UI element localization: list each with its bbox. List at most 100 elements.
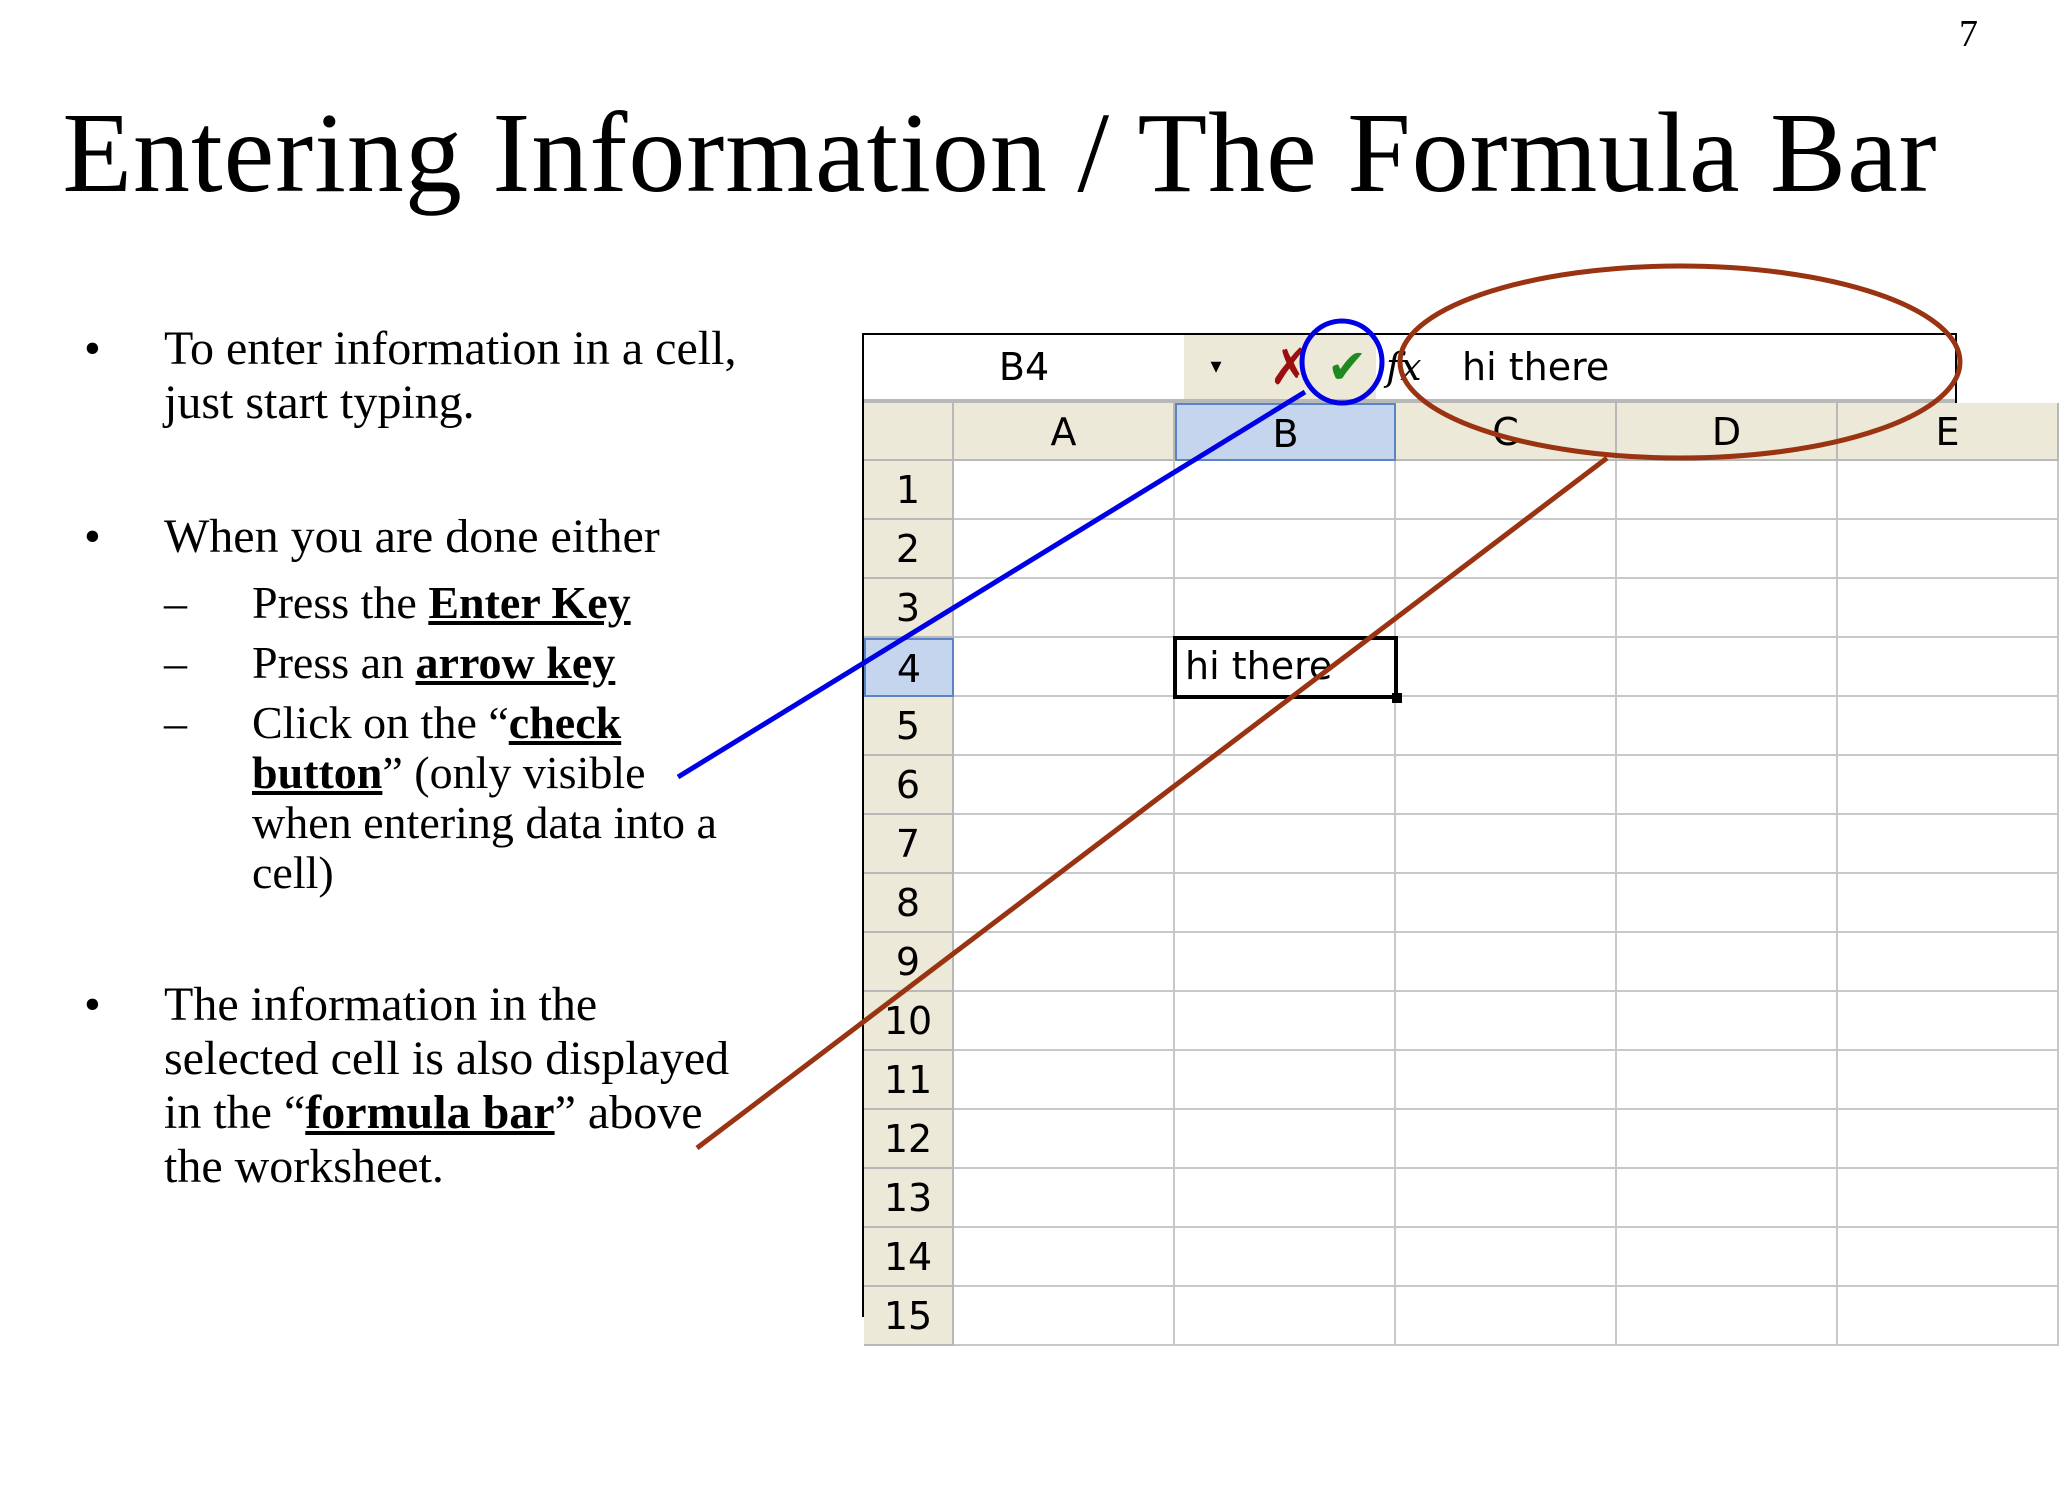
cell-c11[interactable]: [1396, 1051, 1617, 1110]
formula-input[interactable]: hi there: [1462, 345, 1610, 389]
cell-d9[interactable]: [1617, 933, 1838, 992]
cell-d5[interactable]: [1617, 697, 1838, 756]
select-all-corner[interactable]: [864, 403, 954, 461]
cell-d12[interactable]: [1617, 1110, 1838, 1169]
cell-c14[interactable]: [1396, 1228, 1617, 1287]
cell-e6[interactable]: [1838, 756, 2059, 815]
cell-d8[interactable]: [1617, 874, 1838, 933]
cell-a3[interactable]: [954, 579, 1175, 638]
cell-a10[interactable]: [954, 992, 1175, 1051]
cell-b10[interactable]: [1175, 992, 1396, 1051]
name-box[interactable]: B4: [998, 345, 1050, 389]
cell-b13[interactable]: [1175, 1169, 1396, 1228]
cell-b11[interactable]: [1175, 1051, 1396, 1110]
cell-c10[interactable]: [1396, 992, 1617, 1051]
cell-a4[interactable]: [954, 638, 1175, 697]
row-header-11[interactable]: 11: [864, 1051, 954, 1110]
cell-c9[interactable]: [1396, 933, 1617, 992]
cell-c15[interactable]: [1396, 1287, 1617, 1346]
fill-handle[interactable]: [1392, 693, 1402, 703]
cell-c7[interactable]: [1396, 815, 1617, 874]
cell-d15[interactable]: [1617, 1287, 1838, 1346]
column-header-b[interactable]: B: [1175, 403, 1396, 461]
cell-b12[interactable]: [1175, 1110, 1396, 1169]
cell-a5[interactable]: [954, 697, 1175, 756]
cell-c12[interactable]: [1396, 1110, 1617, 1169]
cell-e14[interactable]: [1838, 1228, 2059, 1287]
row-header-12[interactable]: 12: [864, 1110, 954, 1169]
check-icon[interactable]: ✔: [1327, 339, 1368, 395]
cell-d2[interactable]: [1617, 520, 1838, 579]
cell-d11[interactable]: [1617, 1051, 1838, 1110]
cell-b7[interactable]: [1175, 815, 1396, 874]
cell-c6[interactable]: [1396, 756, 1617, 815]
cell-c1[interactable]: [1396, 461, 1617, 520]
cell-b2[interactable]: [1175, 520, 1396, 579]
row-header-6[interactable]: 6: [864, 756, 954, 815]
cell-d3[interactable]: [1617, 579, 1838, 638]
cell-b8[interactable]: [1175, 874, 1396, 933]
bullet-marker: •: [84, 322, 101, 375]
cell-c4[interactable]: [1396, 638, 1617, 697]
row-header-1[interactable]: 1: [864, 461, 954, 520]
cell-c2[interactable]: [1396, 520, 1617, 579]
cell-e3[interactable]: [1838, 579, 2059, 638]
cell-e12[interactable]: [1838, 1110, 2059, 1169]
cell-e2[interactable]: [1838, 520, 2059, 579]
cell-c8[interactable]: [1396, 874, 1617, 933]
cell-b1[interactable]: [1175, 461, 1396, 520]
cell-c13[interactable]: [1396, 1169, 1617, 1228]
formula-bar-highlight-ellipse: [1397, 263, 1963, 461]
cell-e13[interactable]: [1838, 1169, 2059, 1228]
cell-c5[interactable]: [1396, 697, 1617, 756]
cell-b14[interactable]: [1175, 1228, 1396, 1287]
bullet-text: The information in the selected cell is …: [164, 978, 730, 1139]
cell-a2[interactable]: [954, 520, 1175, 579]
dash-marker: –: [164, 637, 187, 688]
cell-d4[interactable]: [1617, 638, 1838, 697]
cell-a6[interactable]: [954, 756, 1175, 815]
cell-b15[interactable]: [1175, 1287, 1396, 1346]
cell-a13[interactable]: [954, 1169, 1175, 1228]
row-header-2[interactable]: 2: [864, 520, 954, 579]
cell-b6[interactable]: [1175, 756, 1396, 815]
cell-a9[interactable]: [954, 933, 1175, 992]
cell-a14[interactable]: [954, 1228, 1175, 1287]
row-header-4[interactable]: 4: [864, 638, 954, 697]
cell-a11[interactable]: [954, 1051, 1175, 1110]
cell-a15[interactable]: [954, 1287, 1175, 1346]
cell-d6[interactable]: [1617, 756, 1838, 815]
column-header-d[interactable]: D: [1617, 403, 1838, 461]
cell-d14[interactable]: [1617, 1228, 1838, 1287]
cell-b9[interactable]: [1175, 933, 1396, 992]
name-box-dropdown-icon[interactable]: ▾: [1210, 354, 1222, 379]
cell-e1[interactable]: [1838, 461, 2059, 520]
cell-e10[interactable]: [1838, 992, 2059, 1051]
cell-e15[interactable]: [1838, 1287, 2059, 1346]
cell-e7[interactable]: [1838, 815, 2059, 874]
row-header-14[interactable]: 14: [864, 1228, 954, 1287]
cell-e8[interactable]: [1838, 874, 2059, 933]
cell-d1[interactable]: [1617, 461, 1838, 520]
sub-emphasis: arrow key: [415, 637, 616, 688]
cell-d10[interactable]: [1617, 992, 1838, 1051]
row-header-15[interactable]: 15: [864, 1287, 954, 1346]
cell-a12[interactable]: [954, 1110, 1175, 1169]
row-header-5[interactable]: 5: [864, 697, 954, 756]
cell-d7[interactable]: [1617, 815, 1838, 874]
cell-e4[interactable]: [1838, 638, 2059, 697]
cell-e11[interactable]: [1838, 1051, 2059, 1110]
cell-d13[interactable]: [1617, 1169, 1838, 1228]
row-header-8[interactable]: 8: [864, 874, 954, 933]
cell-e5[interactable]: [1838, 697, 2059, 756]
cell-e9[interactable]: [1838, 933, 2059, 992]
row-header-7[interactable]: 7: [864, 815, 954, 874]
row-header-3[interactable]: 3: [864, 579, 954, 638]
row-header-13[interactable]: 13: [864, 1169, 954, 1228]
cell-a7[interactable]: [954, 815, 1175, 874]
cell-b5[interactable]: [1175, 697, 1396, 756]
cell-a1[interactable]: [954, 461, 1175, 520]
column-header-a[interactable]: A: [954, 403, 1175, 461]
row-header-10[interactable]: 10: [864, 992, 954, 1051]
